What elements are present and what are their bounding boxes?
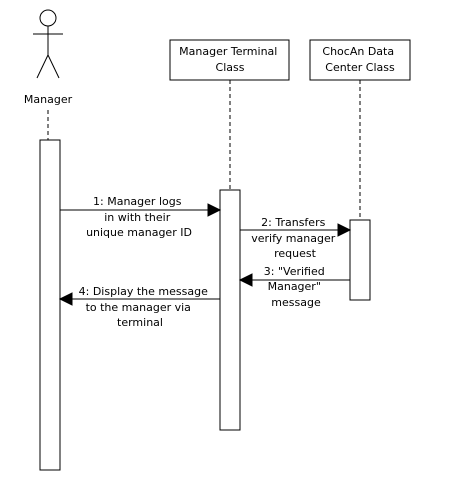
lifeline-label-terminal: Manager Terminal Class <box>179 45 281 74</box>
message-4-label: 4: Display the message to the manager vi… <box>79 285 212 329</box>
message-3-arrowhead <box>238 273 253 287</box>
message-3-label: 3: "Verified Manager" message <box>264 265 328 309</box>
actor-left-leg <box>36 54 49 79</box>
activation-bar-manager <box>39 139 61 471</box>
activation-bar-datacenter <box>349 219 371 301</box>
message-1-label: 1: Manager logs in with their unique man… <box>86 195 192 239</box>
actor-label: Manager <box>24 93 73 106</box>
message-2-label: 2: Transfers verify manager request <box>251 216 338 260</box>
lifeline-label-datacenter: ChocAn Data Center Class <box>322 45 397 74</box>
message-4-arrowhead <box>58 292 73 306</box>
message-1-arrowhead <box>207 203 222 217</box>
lifeline-box-terminal <box>169 39 290 81</box>
message-2-arrowhead <box>337 223 352 237</box>
actor-manager <box>33 9 63 79</box>
activation-bar-terminal <box>219 189 241 431</box>
actor-right-leg <box>47 54 60 79</box>
actor-head <box>39 9 57 27</box>
